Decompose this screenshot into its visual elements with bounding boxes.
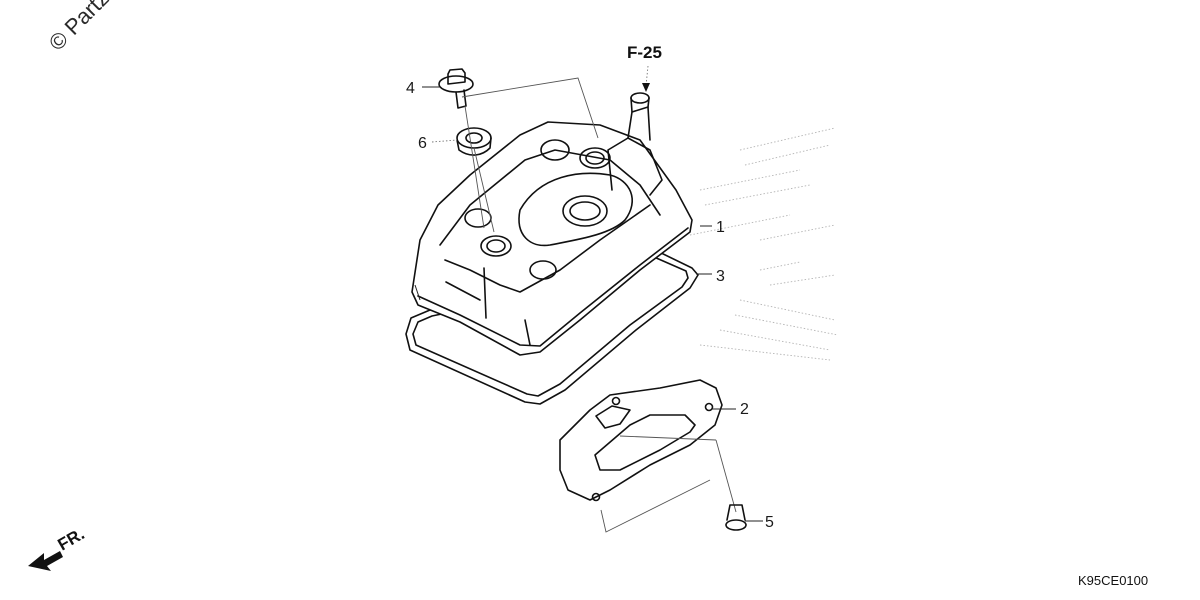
reference-arrow-icon [642,83,650,92]
front-arrow-icon [28,551,63,571]
front-label: FR. [55,524,88,554]
callout-3[interactable]: 3 [716,268,725,285]
callout-6[interactable]: 6 [418,135,427,152]
rubber-seal[interactable] [456,127,492,156]
breather-plate[interactable] [559,379,723,533]
reference-f25[interactable]: F-25 [627,43,662,92]
reference-label[interactable]: F-25 [627,43,662,62]
callouts: 1 2 3 4 5 6 [406,80,774,531]
watermark-dots [689,127,839,361]
callout-5[interactable]: 5 [765,514,774,531]
plate-bolt[interactable] [715,439,747,531]
callout-1[interactable]: 1 [716,219,725,236]
diagram-code: K95CE0100 [1078,573,1148,588]
callout-2[interactable]: 2 [740,401,749,418]
assembly-leaders [461,77,599,233]
front-indicator: FR. [28,524,88,571]
cover-bolt[interactable] [438,68,474,109]
watermark-text: © Partzilla [44,0,133,56]
callout-4[interactable]: 4 [406,80,415,97]
cylinder-head-cover[interactable] [411,92,693,356]
